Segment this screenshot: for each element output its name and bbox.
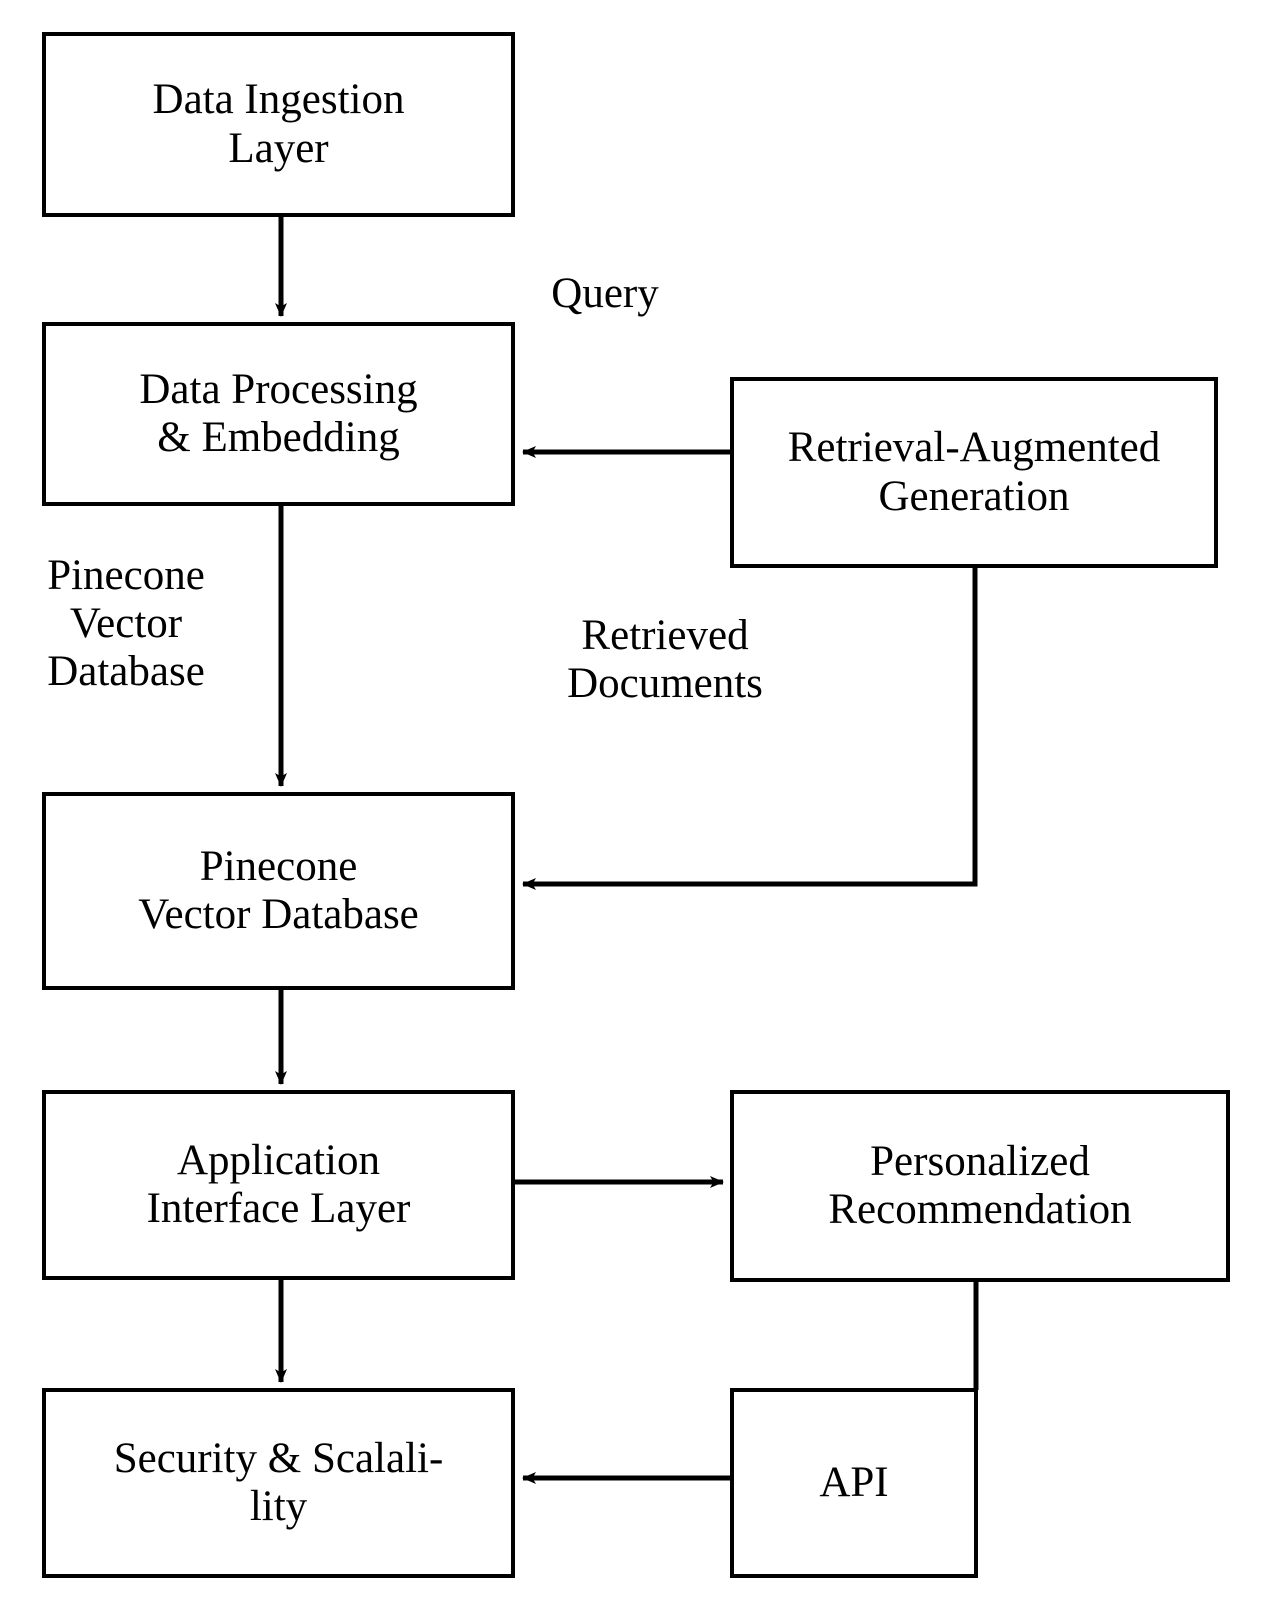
node-label: Application Interface Layer — [146, 1136, 411, 1232]
node-pinecone-vector-database[interactable]: Pinecone Vector Database — [42, 792, 515, 990]
node-api[interactable]: API — [730, 1388, 978, 1578]
node-label: Pinecone Vector Database — [138, 842, 419, 938]
node-application-interface-layer[interactable]: Application Interface Layer — [42, 1090, 515, 1280]
edge-label-retrieved-documents: Retrieved Documents — [567, 612, 763, 708]
node-label: Retrieval-Augmented Generation — [787, 424, 1161, 520]
node-label: Personalized Recommendation — [828, 1137, 1132, 1233]
node-label: API — [819, 1458, 889, 1506]
node-data-ingestion-layer[interactable]: Data Ingestion Layer — [42, 32, 515, 217]
node-label: Security & Scalali- lity — [113, 1434, 444, 1530]
node-label: Data Ingestion Layer — [152, 76, 405, 172]
node-label: Data Processing & Embedding — [139, 365, 418, 461]
node-security-scalability[interactable]: Security & Scalali- lity — [42, 1388, 515, 1578]
node-data-processing-embedding[interactable]: Data Processing & Embedding — [42, 322, 515, 506]
node-retrieval-augmented-generation[interactable]: Retrieval-Augmented Generation — [730, 377, 1218, 568]
edge-label-pinecone-vector-database: Pinecone Vector Database — [47, 552, 205, 696]
node-personalized-recommendation[interactable]: Personalized Recommendation — [730, 1090, 1230, 1282]
edge-label-query: Query — [551, 270, 659, 317]
